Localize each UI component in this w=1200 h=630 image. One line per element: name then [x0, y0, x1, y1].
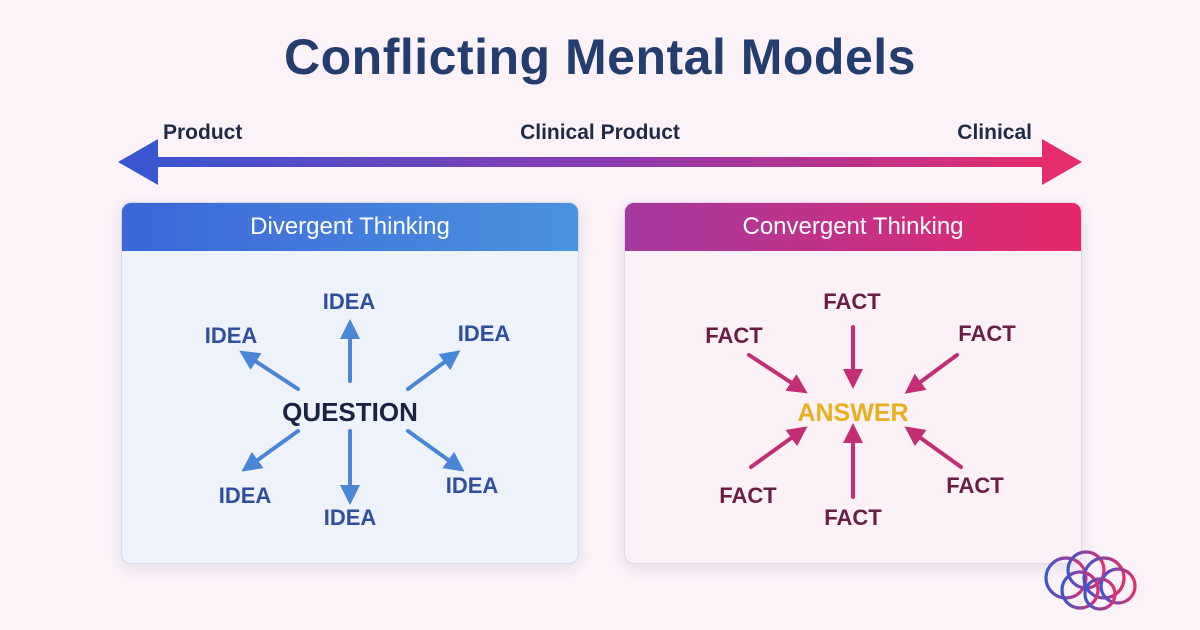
fact-label-1: FACT — [958, 321, 1016, 346]
spectrum-arrowhead-right — [1042, 139, 1082, 185]
spectrum-arrow — [118, 139, 1082, 185]
brain-icon — [1044, 550, 1137, 611]
div-arrow-2 — [406, 429, 465, 472]
page-title: Conflicting Mental Models — [284, 29, 916, 85]
divergent-diagram: IDEA IDEA IDEA IDEA IDEA IDEA QUESTION — [205, 289, 511, 530]
spectrum-label-product: Product — [163, 121, 243, 144]
spectrum-label-clinical: Clinical — [957, 121, 1032, 144]
conv-arrow-4 — [749, 426, 808, 469]
question-label: QUESTION — [282, 397, 418, 427]
div-arrow-5 — [239, 350, 300, 391]
div-arrow-1 — [406, 350, 461, 391]
convergent-diagram: FACT FACT FACT FACT FACT FACT ANSWER — [705, 289, 1016, 530]
fact-label-0: FACT — [823, 289, 881, 314]
idea-label-3: IDEA — [324, 505, 377, 530]
spectrum-bar — [150, 157, 1050, 167]
spectrum-arrowhead-left — [118, 139, 158, 185]
answer-label: ANSWER — [797, 399, 908, 427]
convergent-thinking-header: Convergent Thinking — [625, 203, 1081, 251]
idea-label-5: IDEA — [205, 323, 258, 348]
conv-arrow-5 — [747, 353, 808, 394]
fact-label-5: FACT — [705, 323, 763, 348]
idea-label-0: IDEA — [323, 289, 376, 314]
divergent-thinking-header: Divergent Thinking — [122, 203, 578, 251]
idea-label-2: IDEA — [446, 473, 499, 498]
idea-label-1: IDEA — [458, 321, 511, 346]
fact-label-4: FACT — [719, 483, 777, 508]
div-arrow-4 — [241, 429, 300, 472]
conv-arrow-2 — [904, 426, 963, 469]
fact-label-3: FACT — [824, 505, 882, 530]
spectrum-label-clinical-product: Clinical Product — [520, 121, 680, 144]
idea-label-4: IDEA — [219, 483, 272, 508]
conv-arrow-1 — [904, 353, 959, 394]
fact-label-2: FACT — [946, 473, 1004, 498]
